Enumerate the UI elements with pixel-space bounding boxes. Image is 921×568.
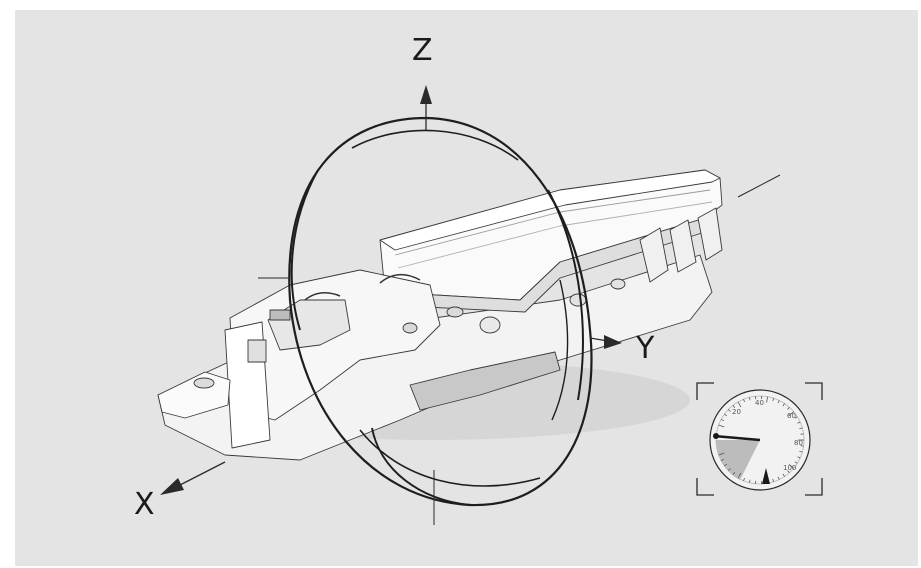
z-axis-arrowhead	[420, 85, 432, 104]
gauge-tick	[718, 452, 725, 456]
gauge-tick	[732, 472, 736, 475]
inner-ring-top	[351, 129, 519, 161]
gauge-tick	[777, 400, 780, 404]
axes	[160, 85, 781, 525]
gauge-tick	[728, 468, 731, 471]
gauge-tick	[737, 401, 742, 408]
gauge-tick	[799, 427, 803, 430]
gauge-tick	[728, 409, 731, 412]
gauge-tick	[787, 407, 790, 410]
gauge-tick-label-60: 60	[787, 412, 796, 420]
gauge-tick	[772, 478, 774, 482]
gauge-tick	[766, 396, 768, 403]
gauge-tick	[782, 403, 785, 407]
gauge-tick	[787, 470, 790, 473]
gauge-tick	[797, 421, 801, 424]
inner-ring-bottom	[359, 429, 541, 487]
gauge-tick-label-80: 80	[794, 439, 803, 447]
gauge-tick-label-40: 40	[755, 399, 764, 407]
rotation-rings	[288, 116, 593, 507]
gauge-tick	[732, 405, 736, 408]
y-axis-far-line	[737, 174, 781, 198]
x-axis-label: X	[134, 487, 155, 522]
y-axis-label: Y	[636, 331, 655, 366]
gauge-tick	[724, 413, 728, 417]
x-axis-line	[179, 461, 226, 486]
gauge-tick	[721, 418, 724, 422]
gauge-tick	[777, 476, 780, 480]
gauge-ticks	[718, 395, 804, 485]
gauge-tick	[797, 456, 801, 459]
gauge-tick	[743, 399, 745, 403]
gauge-corner-brackets	[696, 382, 823, 496]
x-axis-arrowhead	[160, 478, 184, 495]
middle-ring-right	[547, 189, 584, 401]
gauge-shaded-sector	[715, 440, 760, 480]
lower-left-arc	[371, 427, 471, 506]
gauge-bottom-pointer	[762, 468, 770, 484]
gauge-widget: 20 40 60 80 100	[696, 382, 823, 496]
gauge-tick	[788, 411, 794, 416]
gauge-tick	[743, 477, 745, 481]
gauge-tick	[718, 424, 725, 428]
gauge-tick	[794, 416, 798, 419]
gauge-tick-label-100: 100	[783, 464, 796, 472]
gauge-tick	[772, 398, 774, 402]
gauge-tick	[799, 450, 803, 453]
gauge-tick-label-20: 20	[732, 408, 741, 416]
gauge-tick	[721, 458, 724, 462]
gauge-hub	[713, 433, 719, 439]
gauge-tick	[724, 463, 728, 467]
gauge-tick	[794, 461, 798, 464]
gauge-tick	[749, 397, 751, 401]
component-assembly	[157, 169, 723, 461]
gauge-needle	[713, 434, 761, 442]
y-axis-arrowhead	[604, 335, 622, 349]
gauge-tick	[749, 479, 751, 483]
gauge-tick	[737, 472, 742, 479]
gauge-tick	[782, 473, 785, 477]
gauge-tick	[788, 464, 794, 469]
inner-ring-right-arc	[551, 279, 569, 421]
z-axis-label: Z	[412, 33, 433, 68]
middle-ring-left	[290, 169, 319, 331]
